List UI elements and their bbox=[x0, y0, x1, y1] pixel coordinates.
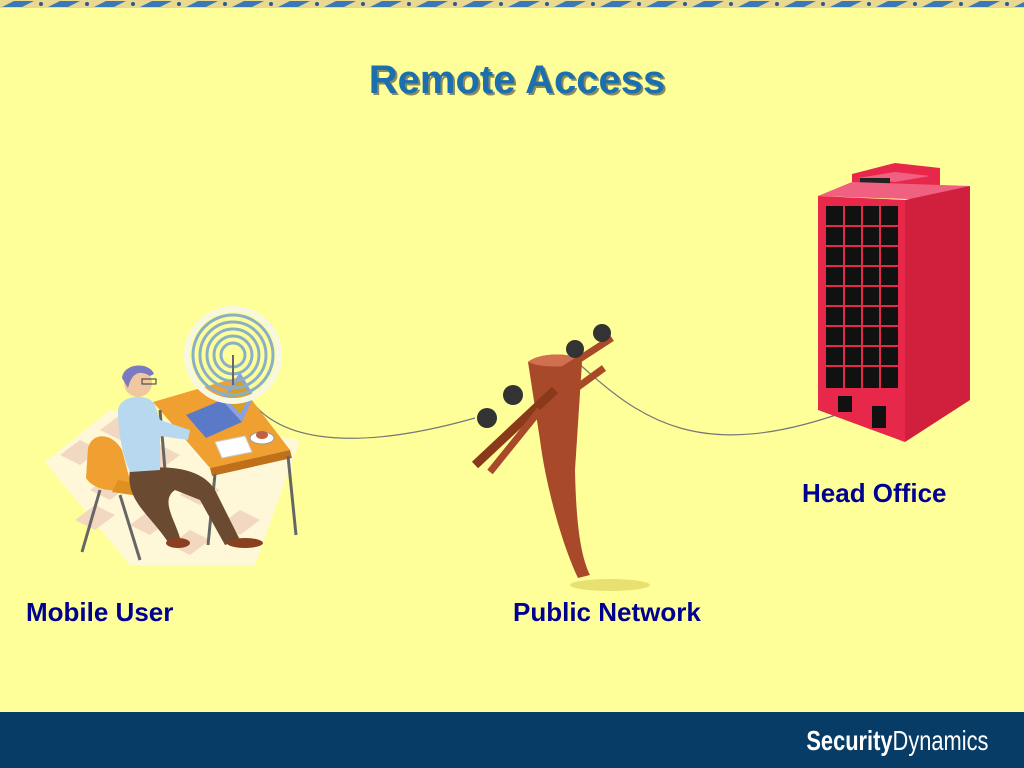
utility-pole-icon bbox=[471, 324, 650, 591]
head-office-label: Head Office bbox=[802, 478, 947, 508]
cable-pole-to-office bbox=[574, 359, 851, 436]
office-building-icon bbox=[818, 163, 970, 442]
footer-bar: SecurityDynamics bbox=[0, 712, 1024, 768]
cable-user-to-pole bbox=[251, 401, 476, 439]
mobile-user-illustration bbox=[45, 365, 300, 565]
logo-light-text: Dynamics bbox=[892, 725, 988, 756]
public-network-label: Public Network bbox=[513, 597, 701, 627]
security-dynamics-logo: SecurityDynamics bbox=[806, 725, 988, 757]
wireless-signal-icon bbox=[184, 306, 282, 404]
slide-title: Remote Access bbox=[368, 58, 666, 102]
top-border-stripe bbox=[0, 0, 1024, 8]
mobile-user-label: Mobile User bbox=[26, 597, 174, 627]
logo-bold-text: Security bbox=[805, 725, 893, 756]
network-diagram bbox=[45, 163, 970, 591]
